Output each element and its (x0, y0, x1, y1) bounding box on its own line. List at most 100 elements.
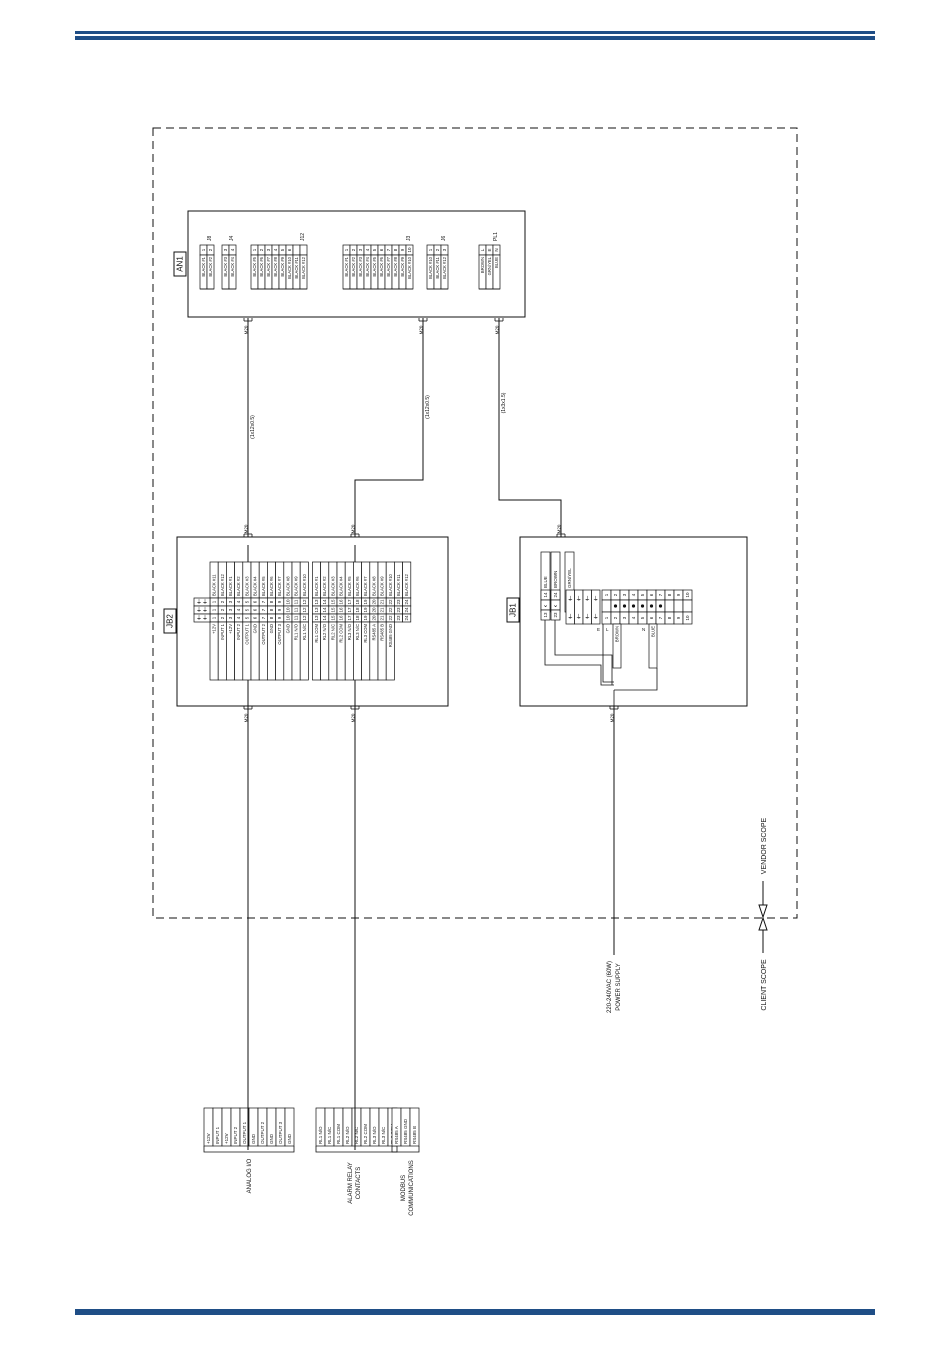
jb2-terminal-number: 20 (371, 607, 376, 613)
jb2-bottom-wire-label: OUTPUT 2 (261, 623, 266, 644)
analog-item: +12V (224, 1133, 229, 1144)
jb2-terminal-number: 17 (347, 607, 352, 613)
j4-wire-label: BLACK #3 (223, 256, 228, 276)
j3-pin-number: 6 (379, 248, 384, 251)
modbus-item: RS485 B (412, 1126, 417, 1144)
j8-pin-number: 1 (201, 248, 206, 251)
jb1-terminal-number: 8 (667, 616, 672, 619)
jb2-terminal-number: 21 (380, 615, 385, 621)
alarm-item: RL3 N/O (372, 1126, 377, 1144)
top-band (75, 31, 875, 34)
jb1-bridge-dot (613, 604, 618, 608)
j3-pin-number: 10 (407, 247, 412, 253)
modbus-cell (409, 1107, 420, 1147)
j12-pin-number: 3 (266, 248, 271, 251)
svg-text:AN1: AN1 (176, 256, 185, 272)
j3-pin-number: 8 (393, 248, 398, 251)
jb2-terminal-number: 12 (302, 615, 307, 621)
jb2-terminal-number: 13 (314, 615, 319, 621)
jb2-terminal-number: 23 (396, 615, 401, 621)
jb2-top-wire-label: BLACK #6 (269, 576, 274, 596)
jb2-terminal-number: 15 (330, 607, 335, 613)
jb1-label-n: N (642, 627, 645, 632)
jb1-earth-symbol: ⏚ (593, 596, 599, 603)
jb1-out-wire-cell (612, 623, 622, 669)
jb1-bridge-dot (640, 604, 645, 608)
jb2-terminal-number: 10 (285, 607, 290, 613)
jb1-wire-brown (554, 620, 613, 685)
pl1-header: PL1 (493, 232, 499, 241)
jb2-bottom-wire-label: RS485 GND (388, 624, 393, 647)
jb2-terminal-number: 22 (388, 607, 393, 613)
j12-pin-number: 2 (259, 248, 264, 251)
jb2-terminal-number: 9 (277, 600, 282, 603)
jb1-terminal-number: 3 (622, 593, 627, 596)
j3-wire-label: BLACK #6 (379, 256, 384, 276)
jb2-terminal-number: 7 (261, 600, 266, 603)
jb2-bottom-wire-label: RL3 N/O (347, 623, 352, 640)
analog-item: GND (287, 1133, 292, 1144)
jb1-terminal-number: 7 (658, 593, 663, 596)
jb2-terminal-number: 22 (388, 615, 393, 621)
jb2-terminal-number: 6 (253, 600, 258, 603)
jb2-top-wire-label: BLACK #10 (302, 573, 307, 596)
jb2-top-wire-label: BLACK #12 (404, 573, 409, 596)
j3-wire-label: BLACK #10 (407, 256, 412, 279)
jb1-wire-n (614, 668, 658, 691)
vendor-scope-boundary (152, 127, 798, 919)
jb2-terminal-number: 5 (244, 608, 249, 611)
jb2-terminal-number: 21 (380, 607, 385, 613)
jb1-terminal-number: 4 (631, 593, 636, 596)
jb2-top-wire-label: BLACK #1 (228, 576, 233, 596)
jb1-switch-number: 24 (553, 592, 558, 598)
analog-item: +12V (206, 1133, 211, 1144)
j12-wire-label: BLACK #12 (301, 256, 306, 279)
jb2-earth-symbol: ⏚⏚ (196, 599, 208, 606)
jb2-bottom-wire-label: RL2 N/O (322, 623, 327, 640)
j6-wire-label: BLACK #10 (428, 256, 433, 279)
j8-pin-number: 2 (208, 248, 213, 251)
jb2-terminal-number: 12 (302, 599, 307, 605)
jb2-terminal-number: 19 (363, 607, 368, 613)
jb1-switch-symbol: ⌄ (543, 602, 549, 609)
jb2-terminal-number: 3 (228, 616, 233, 619)
jb1-terminal-number: 6 (649, 616, 654, 619)
j3-wire-label: BLACK #7 (386, 256, 391, 276)
jb2-top-wire-label: BLACK #8 (285, 576, 290, 596)
j8-wire-label: BLACK #2 (208, 256, 213, 276)
jb2-terminal-number: 7 (261, 608, 266, 611)
jb2-top-wire-label: BLACK #7 (363, 576, 368, 596)
j3-pin-number: 7 (386, 248, 391, 251)
cable-spec-3: (1x3x1.5) (501, 392, 507, 413)
jb1-switch-symbol: ⌄ (553, 602, 559, 609)
jb1-bridge-dot (658, 604, 663, 608)
j12-wire-label: BLACK #10 (287, 256, 292, 279)
jb2-bottom-wire-label: RL1 N/C (302, 624, 307, 640)
pl1-wire-label: BLUE (494, 257, 499, 268)
bottom-band (75, 1309, 875, 1315)
jb2-top-wire-label: BLACK #7 (277, 576, 282, 596)
cable-runs (247, 318, 615, 1150)
j12-pin-number: 4 (273, 248, 278, 251)
alarm-item: RL2 N/C (354, 1126, 359, 1144)
jb2-terminal-number: 20 (371, 615, 376, 621)
jb2-terminal-number: 16 (339, 607, 344, 613)
jb2-terminal-number: 24 (404, 607, 409, 613)
alarm-item: RL1 N/O (318, 1126, 323, 1144)
jb2-terminal-number: 4 (236, 616, 241, 619)
pl1-pin-number: E (487, 248, 492, 251)
jb1-bridge-cell (682, 599, 693, 613)
jb1-bridge-dot (649, 604, 654, 608)
j6-wire-label: BLACK #11 (435, 256, 440, 278)
jb2-terminal-number: 20 (371, 599, 376, 605)
gland-label: M20 (244, 325, 249, 334)
alarm-item: RL3 N/C (381, 1126, 386, 1144)
jb1-wire-blue (544, 620, 614, 686)
cable-an1-jb2-b (354, 318, 424, 537)
jb2-terminal-number: 5 (244, 616, 249, 619)
j6-pin-number: 3 (442, 248, 447, 251)
pl1-wire-label: BROWN (480, 257, 485, 273)
jb1-switch-cell (550, 609, 561, 621)
